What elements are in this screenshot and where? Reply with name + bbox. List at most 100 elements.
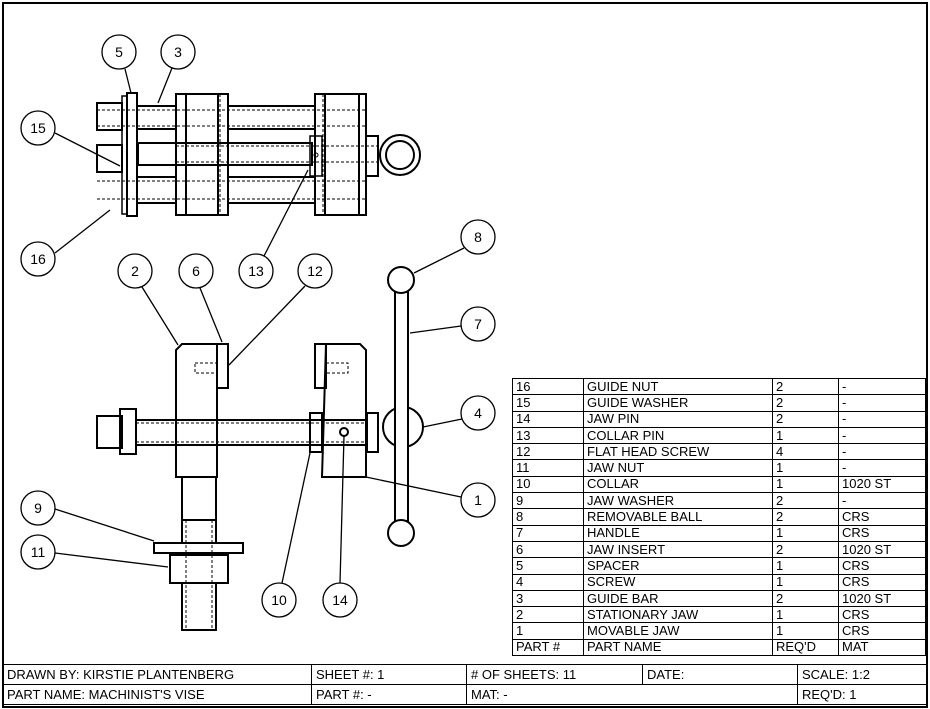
part-number-cell: 4 (512, 573, 584, 591)
balloon-label: 16 (30, 251, 46, 267)
part-name-cell: JAW INSERT (583, 540, 773, 559)
part-number-cell: 8 (512, 508, 584, 526)
removable-ball-bottom (387, 519, 415, 547)
stationary-jaw (175, 343, 218, 478)
material-cell: CRS (838, 573, 926, 591)
guide-nut-bottom (96, 144, 123, 173)
material-cell: CRS (838, 557, 926, 575)
screw-top (137, 142, 313, 166)
balloon-13: 13 (238, 253, 274, 289)
balloon-2: 2 (117, 253, 153, 289)
required-cell: REQ'D (772, 638, 839, 657)
part-number-cell: 16 (512, 377, 584, 396)
part-number-cell: 11 (512, 459, 584, 477)
required-cell: 2 (772, 492, 839, 510)
part-name-cell: GUIDE BAR (583, 589, 773, 608)
required-cell: 1 (772, 622, 839, 640)
jaw-pin (339, 427, 349, 437)
balloon-3: 3 (160, 34, 196, 70)
part-name-cell: GUIDE NUT (583, 377, 773, 396)
jaw-nut (169, 554, 229, 584)
material-cell: - (838, 426, 926, 445)
part-name-cell: COLLAR PIN (583, 426, 773, 445)
material-cell: CRS (838, 622, 926, 640)
material-cell: CRS (838, 508, 926, 526)
balloon-14: 14 (322, 582, 358, 618)
jaw-post (181, 476, 217, 521)
part-number-cell: PART # (512, 638, 584, 657)
required-cell: 1 (772, 459, 839, 477)
balloon-label: 6 (192, 263, 200, 279)
part-number-cell: 1 (512, 622, 584, 640)
part-number-cell: 5 (512, 557, 584, 575)
balloon-5: 5 (101, 34, 137, 70)
part-number-cell: 3 (512, 589, 584, 608)
balloon-1: 1 (460, 482, 496, 518)
balloon-10: 10 (261, 582, 297, 618)
balloon-label: 1 (474, 492, 482, 508)
screw (135, 419, 368, 446)
balloon-6: 6 (178, 253, 214, 289)
balloon-9: 9 (20, 490, 56, 526)
balloon-label: 7 (474, 316, 482, 332)
spacer (126, 92, 138, 217)
material-cell: - (838, 459, 926, 477)
balloon-label: 13 (248, 263, 264, 279)
material-cell: - (838, 410, 926, 428)
part-name-cell: SCREW (583, 573, 773, 591)
date: DATE: (642, 664, 798, 685)
part-name-cell: GUIDE WASHER (583, 394, 773, 412)
required-cell: 1 (772, 524, 839, 542)
balloon-7: 7 (460, 306, 496, 342)
balloon-label: 14 (332, 592, 348, 608)
part-name-cell: JAW WASHER (583, 492, 773, 510)
title-block: DRAWN BY: KIRSTIE PLANTENBERG SHEET #: 1… (2, 664, 928, 705)
part-name-cell: JAW PIN (583, 410, 773, 428)
balloon-label: 10 (271, 592, 287, 608)
top-view (96, 92, 421, 217)
screw-boss (366, 412, 379, 453)
balloon-label: 8 (474, 229, 482, 245)
balloon-label: 15 (30, 120, 46, 136)
balloon-16: 16 (20, 241, 56, 277)
part-name-cell: REMOVABLE BALL (583, 508, 773, 526)
required-cell: 2 (772, 540, 839, 559)
part-name-cell: MOVABLE JAW (583, 622, 773, 640)
part-name: PART NAME: MACHINIST'S VISE (2, 684, 312, 705)
handle-eye (379, 134, 421, 176)
material-cell: - (838, 377, 926, 396)
required-cell: 1 (772, 573, 839, 591)
balloon-label: 9 (34, 500, 42, 516)
balloon-12: 12 (297, 253, 333, 289)
balloon-label: 11 (31, 544, 46, 560)
leader-lines (54, 67, 465, 584)
part-name-cell: PART NAME (583, 638, 773, 657)
material-cell: - (838, 443, 926, 461)
material-cell: - (838, 492, 926, 510)
required-cell: 2 (772, 377, 839, 396)
required-cell: 1 (772, 606, 839, 624)
removable-ball-top (387, 266, 415, 294)
part-name-cell: FLAT HEAD SCREW (583, 443, 773, 461)
required-cell: 1 (772, 426, 839, 445)
required-cell: 2 (772, 508, 839, 526)
part-number-cell: 6 (512, 540, 584, 559)
balloon-11: 11 (20, 534, 56, 570)
handle (394, 291, 409, 522)
part-number: PART #: - (311, 684, 467, 705)
